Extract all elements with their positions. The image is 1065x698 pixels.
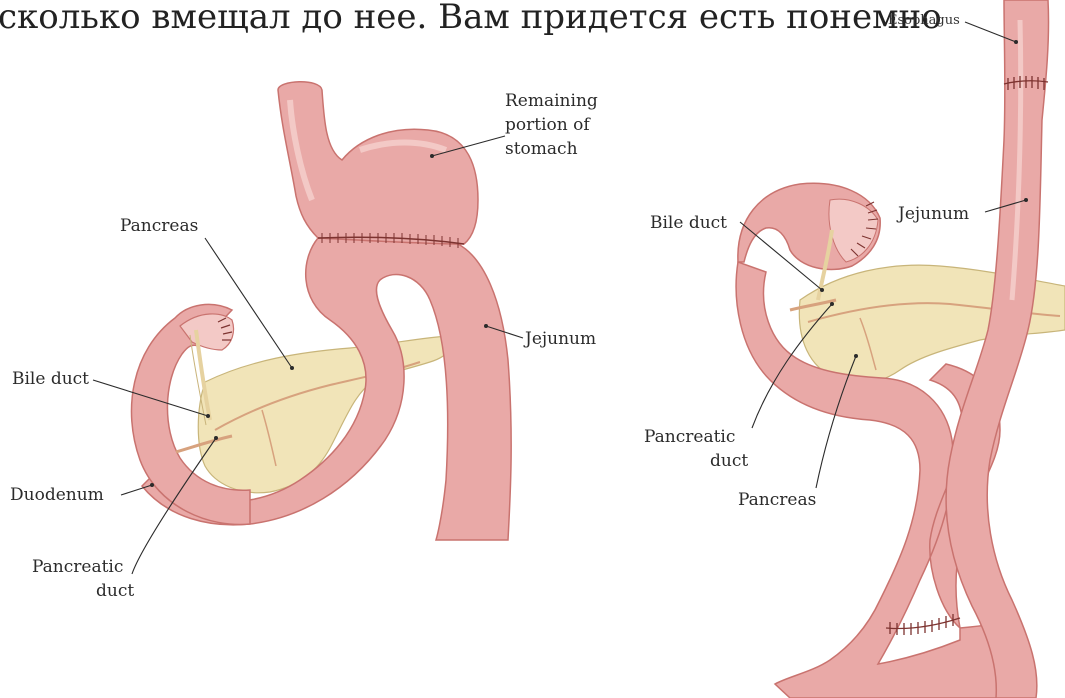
left-label-pancreatic-duct-1: Pancreatic [32, 557, 123, 577]
left-stomach-shape [278, 82, 478, 244]
left-label-bile-duct: Bile duct [12, 369, 89, 389]
left-label-pancreas: Pancreas [120, 216, 198, 236]
left-label-jejunum: Jejunum [523, 329, 596, 349]
right-label-jejunum: Jejunum [896, 204, 969, 224]
right-label-pancreatic-duct-1: Pancreatic [644, 427, 735, 447]
left-label-pancreatic-duct-2: duct [96, 581, 134, 601]
left-label-remaining-stomach-2: portion of [505, 115, 591, 135]
right-label-esophagus: Esophagus [888, 13, 960, 28]
header-text: сколько вмещал до нее. Вам придется есть… [0, 0, 942, 37]
right-label-pancreas: Pancreas [738, 490, 816, 510]
left-label-remaining-stomach-1: Remaining [505, 91, 598, 111]
right-jejunum-limb-shape [946, 0, 1048, 698]
left-label-duodenum: Duodenum [10, 485, 104, 505]
right-figure: Esophagus Bile duct Jejunum Pancreatic d… [644, 0, 1065, 698]
right-label-bile-duct: Bile duct [650, 213, 727, 233]
right-label-pancreatic-duct-2: duct [710, 451, 748, 471]
left-figure: Remaining portion of stomach Pancreas Je… [10, 82, 598, 601]
left-label-remaining-stomach-3: stomach [505, 139, 578, 159]
